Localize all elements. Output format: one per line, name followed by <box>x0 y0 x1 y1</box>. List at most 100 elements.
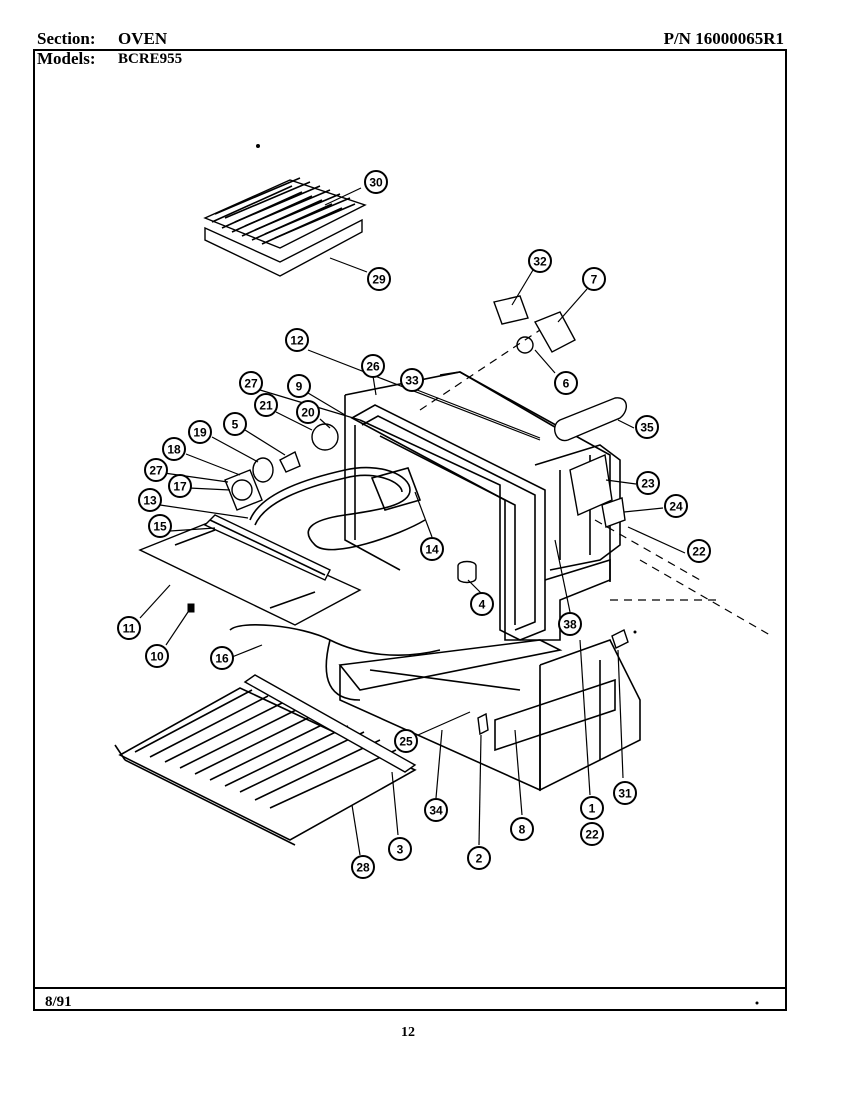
callout-number: 3 <box>397 843 404 857</box>
callout-circle <box>558 612 582 636</box>
callout-circle <box>223 412 247 436</box>
diagram-frame <box>33 49 787 1011</box>
callout-number: 13 <box>143 494 157 508</box>
callout-number: 33 <box>405 374 419 388</box>
callout-number: 25 <box>399 735 413 749</box>
callout-number: 14 <box>425 543 439 557</box>
callout-number: 11 <box>123 622 136 636</box>
section-label: Section: <box>37 29 96 48</box>
callout-circle <box>664 494 688 518</box>
callout-circle <box>117 616 141 640</box>
callout-31: 31 <box>613 781 637 805</box>
callout-10: 10 <box>145 644 169 668</box>
heat-shield-drawing <box>138 514 362 626</box>
callout-circle <box>367 267 391 291</box>
part-number: P/N 16000065R1 <box>663 29 784 48</box>
callout-number: 31 <box>618 787 632 801</box>
callout-number: 15 <box>153 520 167 534</box>
callout-27: 27 <box>144 458 168 482</box>
storage-drawer-drawing <box>338 639 641 792</box>
callout-26: 26 <box>361 354 385 378</box>
callout-24: 24 <box>664 494 688 518</box>
small-parts-drawing <box>187 144 771 1005</box>
callout-circle <box>687 539 711 563</box>
callout-number: 26 <box>366 360 380 374</box>
callout-circle <box>580 822 604 846</box>
callout-27: 27 <box>239 371 263 395</box>
callout-number: 1 <box>589 802 596 816</box>
callout-number: 17 <box>173 480 187 494</box>
callout-15: 15 <box>148 514 172 538</box>
callout-circle <box>554 371 578 395</box>
callout-circle <box>613 781 637 805</box>
callout-6: 6 <box>554 371 578 395</box>
callout-32: 32 <box>528 249 552 273</box>
callout-circle <box>144 458 168 482</box>
callout-circle <box>287 374 311 398</box>
callout-22: 22 <box>580 822 604 846</box>
callout-circle <box>528 249 552 273</box>
callout-circle <box>636 471 660 495</box>
callout-30: 30 <box>364 170 388 194</box>
callout-number: 2 <box>476 852 483 866</box>
callout-circle <box>285 328 309 352</box>
callout-number: 7 <box>591 273 598 287</box>
callout-circle <box>351 855 375 879</box>
callout-29: 29 <box>367 267 391 291</box>
callout-number: 38 <box>563 618 577 632</box>
callout-number: 27 <box>244 377 258 391</box>
callout-number: 5 <box>232 418 239 432</box>
callout-8: 8 <box>510 817 534 841</box>
leader-lines <box>139 187 686 856</box>
callout-22: 22 <box>687 539 711 563</box>
callout-16: 16 <box>210 646 234 670</box>
callout-circle <box>400 368 424 392</box>
callout-circle <box>296 400 320 424</box>
oven-rack-drawing <box>114 674 417 846</box>
callout-circle <box>210 646 234 670</box>
section-value: OVEN <box>118 29 168 48</box>
callout-19: 19 <box>188 420 212 444</box>
callout-number: 4 <box>479 598 486 612</box>
callout-circle <box>148 514 172 538</box>
callout-35: 35 <box>635 415 659 439</box>
callout-number: 9 <box>296 380 303 394</box>
models-label: Models: <box>37 49 96 68</box>
callout-number: 23 <box>641 477 655 491</box>
callout-number: 22 <box>692 545 706 559</box>
footer-date: 8/91 <box>45 994 72 1010</box>
callout-number: 16 <box>215 652 229 666</box>
callout-number: 32 <box>533 255 547 269</box>
callout-number: 8 <box>519 823 526 837</box>
callout-13: 13 <box>138 488 162 512</box>
callout-circle <box>388 837 412 861</box>
callout-21: 21 <box>254 393 278 417</box>
callout-circle <box>168 474 192 498</box>
callout-number: 20 <box>301 406 315 420</box>
callout-number: 34 <box>429 804 443 818</box>
callout-circle <box>424 798 448 822</box>
callout-28: 28 <box>351 855 375 879</box>
callout-25: 25 <box>394 729 418 753</box>
callout-number: 24 <box>669 500 683 514</box>
callout-number: 18 <box>167 443 181 457</box>
broiler-pan-drawing <box>203 177 367 277</box>
callout-number: 21 <box>259 399 273 413</box>
callout-17: 17 <box>168 474 192 498</box>
callout-circle <box>188 420 212 444</box>
callout-circle <box>145 644 169 668</box>
callout-circle <box>138 488 162 512</box>
callout-circle <box>394 729 418 753</box>
callout-circle <box>239 371 263 395</box>
callout-circle <box>467 846 491 870</box>
callout-number: 35 <box>640 421 654 435</box>
callout-18: 18 <box>162 437 186 461</box>
callout-4: 4 <box>470 592 494 616</box>
callout-circle <box>510 817 534 841</box>
callout-5: 5 <box>223 412 247 436</box>
callout-34: 34 <box>424 798 448 822</box>
callout-12: 12 <box>285 328 309 352</box>
footer-divider <box>33 987 787 989</box>
callout-circle <box>580 796 604 820</box>
